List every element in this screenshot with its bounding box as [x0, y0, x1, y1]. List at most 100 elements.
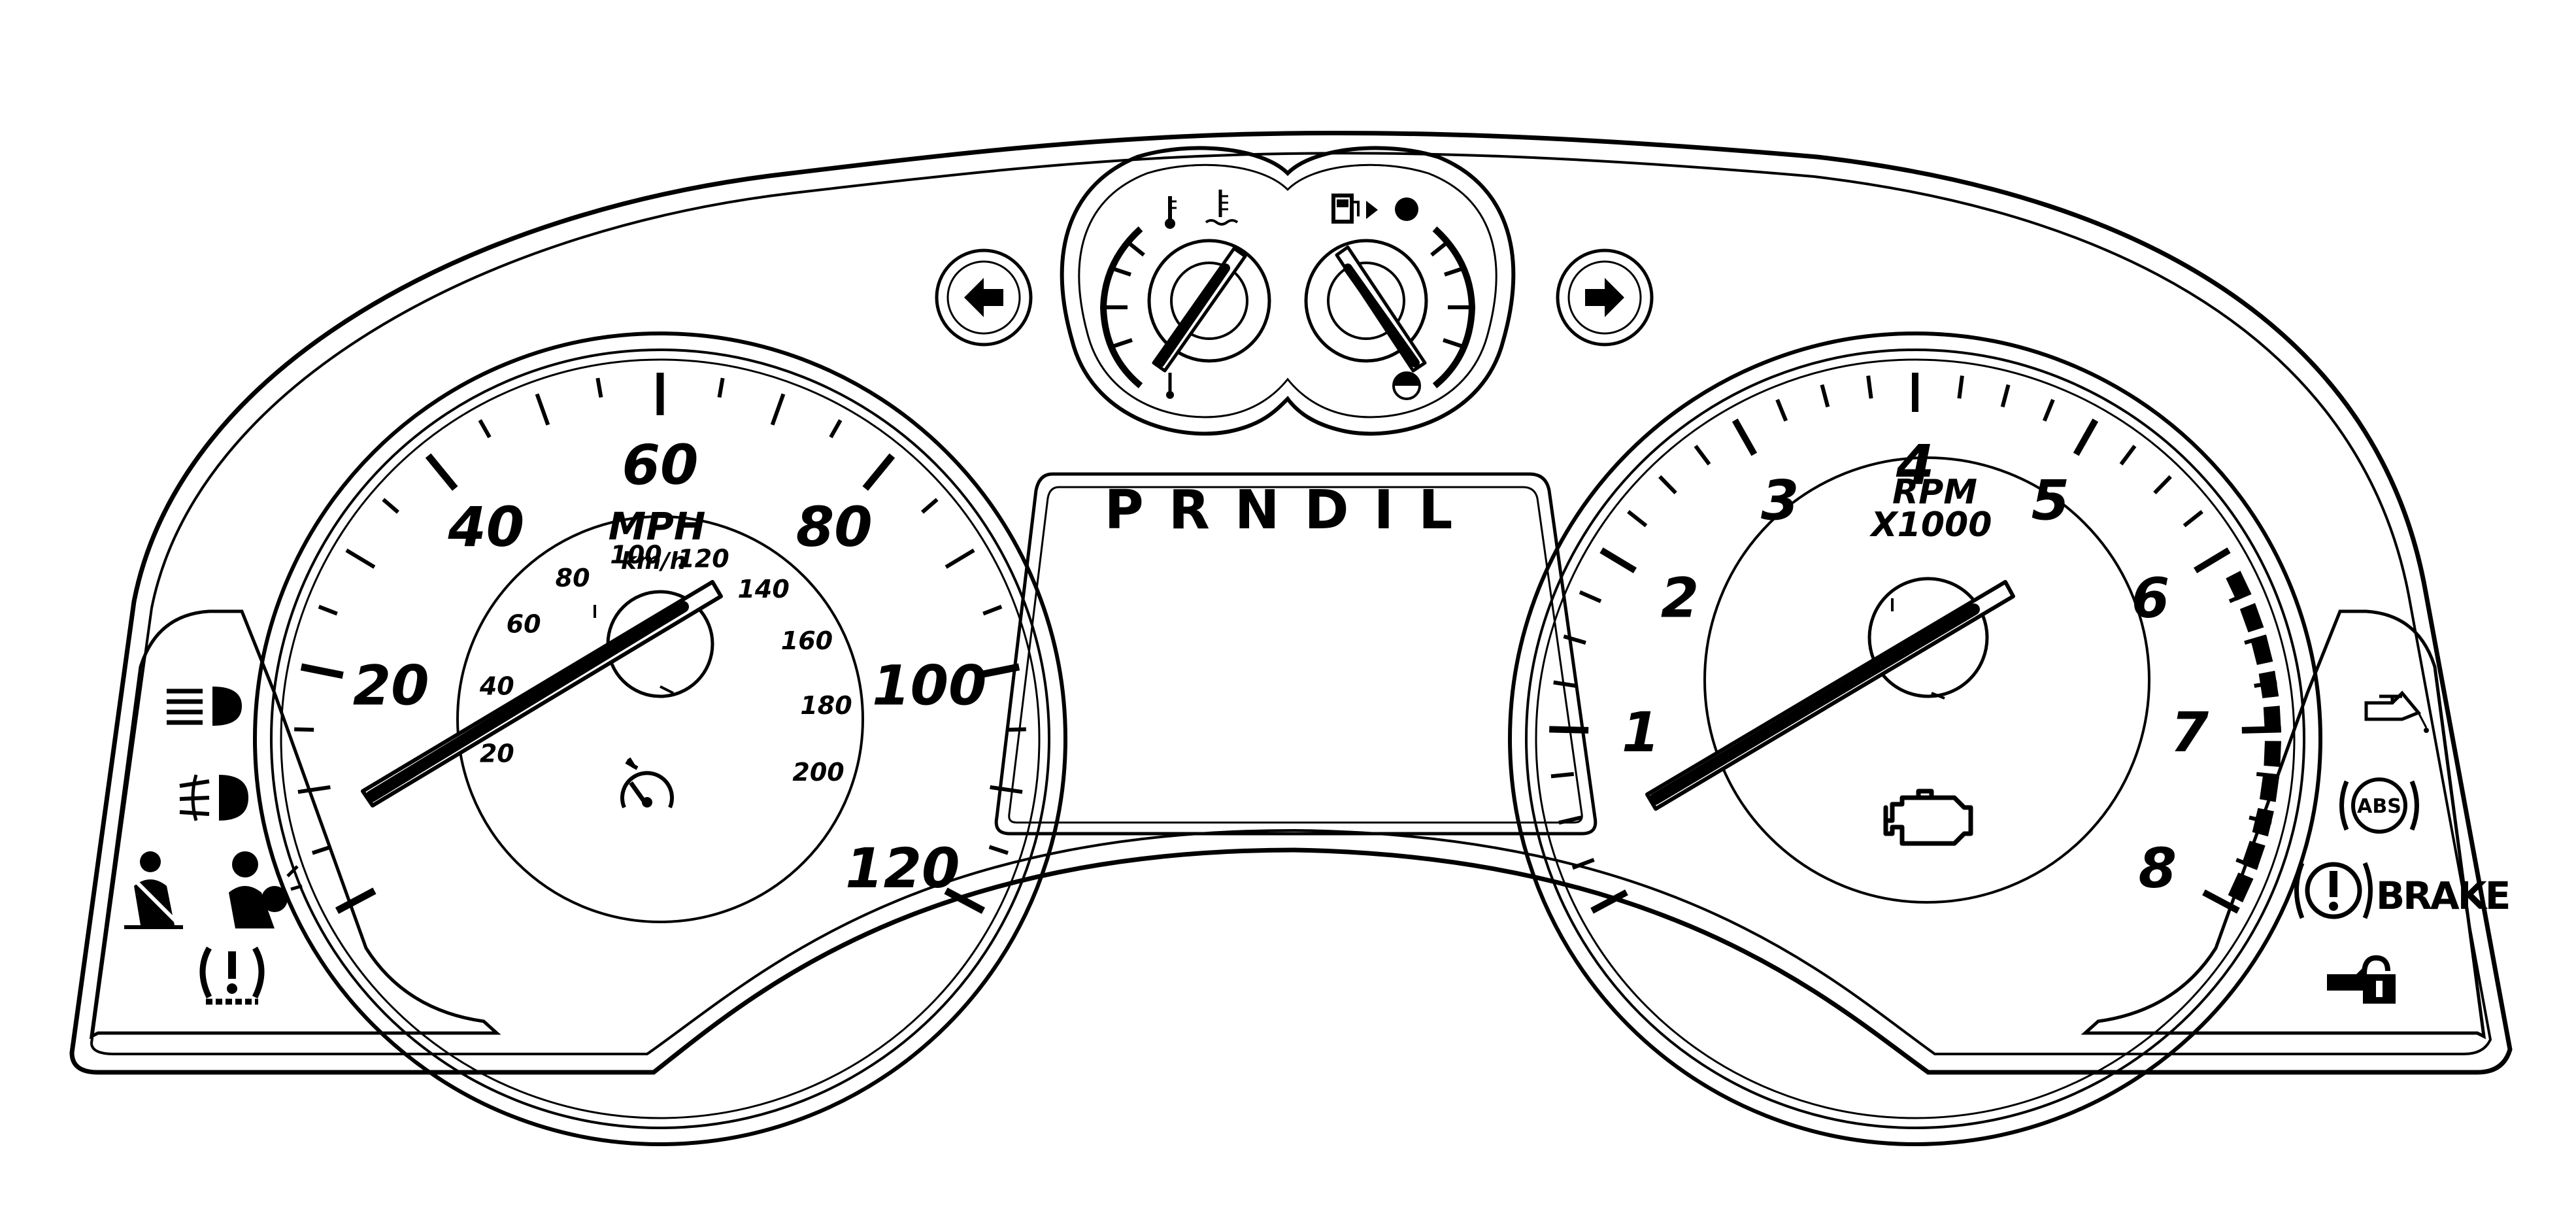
speedometer-kmh-label: 100: [610, 541, 661, 570]
tachometer-tick: [2000, 384, 2011, 408]
security-lock-icon: [2327, 955, 2396, 1004]
speedometer-tick: [921, 498, 939, 514]
tachometer-redline-segment: [2239, 603, 2264, 633]
tachometer-redline-segment: [2226, 571, 2252, 601]
tachometer-label: 3: [1761, 468, 1799, 532]
center-gauge-pod: [1060, 146, 1516, 436]
seatbelt-icon: [124, 851, 183, 929]
speedometer-tick: [988, 845, 1009, 855]
tachometer-tick: [1866, 375, 1873, 399]
oil-pressure-icon: [2364, 690, 2429, 733]
tachometer-tick: [2073, 418, 2099, 456]
abs-label: ABS: [2357, 795, 2401, 818]
tachometer-tick: [1553, 680, 1577, 688]
speedometer-tick: [1006, 727, 1026, 732]
tachometer-tick: [2042, 399, 2055, 422]
tachometer-tick: [1550, 772, 1575, 779]
speedometer-kmh-label: 20: [480, 740, 514, 768]
tachometer-label: 8: [2139, 836, 2177, 900]
tachometer-label: 6: [2132, 566, 2169, 630]
tachometer-label: 5: [2032, 468, 2069, 532]
tachometer-label: 4: [1896, 433, 1934, 497]
left-warning-panel: [89, 609, 501, 1040]
tachometer-tick: [1627, 509, 1648, 528]
temperature-gauge: [1099, 190, 1271, 399]
tachometer-label: 2: [1661, 566, 1699, 630]
left-turn-arrow-icon: [935, 248, 1033, 347]
tachometer-inner-dial: [1703, 456, 2150, 904]
tachometer-tick: [1731, 418, 1758, 456]
tachometer-tick: [1563, 634, 1586, 645]
speedometer-tick: [382, 498, 399, 514]
tachometer-tick: [2194, 547, 2231, 573]
fuel-needle: [1335, 245, 1427, 373]
tachometer-tick: [1571, 858, 1595, 870]
fog-lamp-icon: [179, 774, 248, 821]
speedometer-tick: [717, 377, 725, 398]
tachometer-tick: [1957, 375, 1964, 399]
tachometer-tick: [1820, 384, 1830, 408]
right-turn-arrow-icon: [1556, 248, 1654, 347]
speedometer-tick: [770, 393, 786, 426]
speedometer-tick: [294, 727, 314, 732]
tachometer-tick: [1775, 399, 1788, 422]
tachometer-tick: [2244, 634, 2267, 645]
tire-pressure-icon: [199, 946, 265, 1005]
speedometer-tick: [297, 785, 331, 794]
speedometer-tick: [345, 549, 376, 569]
tachometer-needle: [1645, 580, 2015, 811]
tachometer-tick: [2119, 445, 2137, 466]
fuel-full-icon: [1395, 197, 1418, 221]
speedometer-tick: [535, 393, 550, 426]
speedometer-mph-label: 60: [622, 433, 699, 497]
tachometer-redline-segment: [2228, 872, 2254, 903]
speedometer-kmh-label: 40: [479, 672, 514, 700]
speedometer-tick: [862, 453, 895, 491]
speedometer-tick: [829, 419, 843, 439]
thermometer-icon: [1165, 196, 1177, 229]
abs-icon: ABS: [2339, 777, 2419, 834]
tachometer-tick: [1599, 547, 1637, 573]
coolant-temp-icon: [1205, 190, 1239, 226]
speedometer-mph-label: 20: [353, 653, 429, 717]
tachometer-tick: [1694, 445, 1711, 466]
tachometer-tick: [2153, 475, 2172, 495]
cruise-control-icon: [620, 757, 674, 809]
speedometer-tick: [982, 604, 1003, 616]
speedometer-inner-dial: [456, 515, 864, 923]
gear-indicator-text: PRNDIL: [1105, 479, 1478, 541]
speedometer-kmh-label: 80: [556, 564, 590, 592]
speedometer-tick: [300, 663, 344, 679]
tachometer-unit-x1000: X1000: [1869, 505, 1992, 545]
fuel-gauge: [1304, 194, 1476, 400]
tachometer-label: 1: [1622, 700, 1660, 764]
speedometer-mph-label: 80: [796, 495, 873, 559]
temperature-needle: [1152, 246, 1247, 373]
speedometer-tick: [977, 663, 1020, 679]
tachometer-redline-segment: [2263, 706, 2281, 732]
speedometer-tick: [595, 377, 603, 398]
temperature-cold-icon: [1166, 373, 1174, 399]
speedometer-tick: [318, 604, 338, 616]
speedometer-tick-marks: [294, 373, 1026, 914]
brake-warning-icon: BRAKE: [2294, 862, 2511, 919]
speedometer-unit-mph: MPH: [609, 504, 706, 549]
speedometer-kmh-label: 120: [677, 545, 729, 573]
speedometer-mph-label: 120: [845, 836, 960, 900]
speedometer-tick: [944, 887, 986, 914]
speedometer-mph-label: 100: [872, 653, 986, 717]
cluster-housing: [69, 130, 2513, 1075]
right-warning-panel: ABS BRAKE: [2081, 609, 2511, 1040]
fuel-empty-icon: [1392, 371, 1421, 400]
speedometer-mph-label: 40: [447, 495, 524, 559]
tachometer-tick: [1579, 590, 1602, 604]
speedometer-tick: [335, 887, 376, 914]
gear-indicator-display: PRNDIL: [994, 472, 1597, 836]
tachometer-needle-hub: [1867, 577, 1989, 698]
tachometer-unit-rpm: RPM: [1892, 473, 1977, 512]
